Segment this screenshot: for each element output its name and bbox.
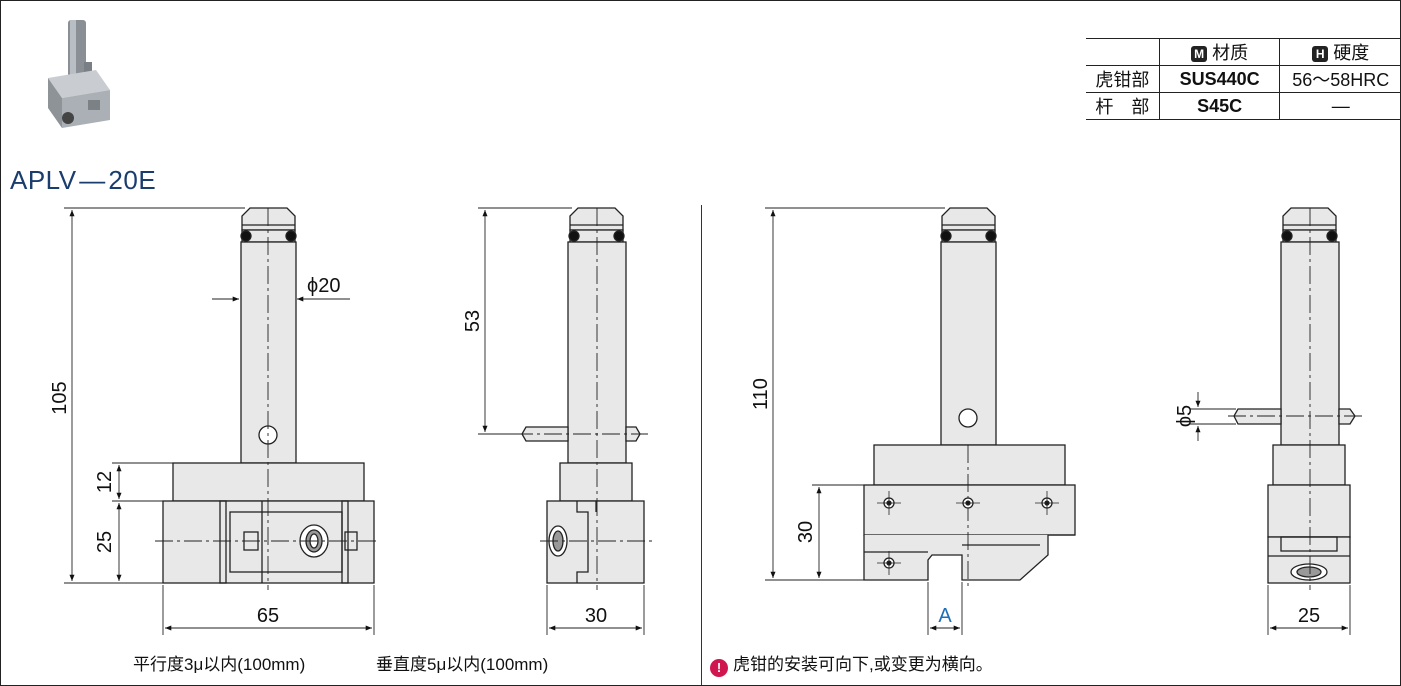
row-part: 杆 部 [1086, 92, 1160, 120]
parallelism-caption: 平行度3μ以内(100mm) [133, 655, 306, 674]
model-title: APLV — 20E [10, 165, 157, 195]
dim-phi5: ϕ5 [1174, 405, 1196, 427]
dim-105: 105 [49, 381, 71, 414]
view-divider [701, 205, 702, 685]
dim-25-alt: 25 [1298, 605, 1320, 627]
front-view [155, 207, 380, 590]
side-view [515, 207, 652, 590]
row-part: 虎钳部 [1086, 65, 1160, 93]
product-photo-icon [48, 20, 110, 128]
dim-110: 110 [750, 378, 772, 410]
dim-65: 65 [257, 605, 279, 627]
hardness-badge-icon: H [1312, 46, 1329, 62]
alt-front-view [863, 207, 1076, 590]
note-caption: ! 虎钳的安装可向下,或变更为横向。 [710, 650, 993, 677]
row-hardness: 56～58HRC [1279, 65, 1401, 93]
table-row: 杆 部 S45C — [1086, 92, 1401, 120]
dim-53: 53 [462, 310, 484, 332]
table-row: 虎钳部 SUS440C 56～58HRC [1086, 65, 1401, 93]
row-material: S45C [1158, 92, 1280, 120]
material-badge-icon: M [1191, 46, 1208, 62]
dim-25: 25 [94, 531, 116, 553]
dim-12: 12 [94, 471, 116, 493]
dimension-labels: 105 12 25 65 ϕ20 53 30 110 30 A ϕ5 25 [49, 275, 1320, 627]
alt-side-view [1228, 207, 1362, 590]
dimension-lines [64, 207, 1351, 635]
dim-30-side: 30 [585, 605, 607, 627]
header-material-label: 材质 [1212, 43, 1249, 63]
dim-30-alt: 30 [795, 521, 817, 543]
row-hardness: — [1279, 92, 1401, 120]
note-text: 虎钳的安装可向下,或变更为横向。 [733, 655, 993, 674]
dim-phi20: ϕ20 [307, 275, 340, 297]
info-icon: ! [710, 659, 728, 677]
header-hardness-label: 硬度 [1333, 43, 1370, 63]
perpendicularity-caption: 垂直度5μ以内(100mm) [376, 655, 549, 674]
dim-a: A [938, 605, 952, 627]
